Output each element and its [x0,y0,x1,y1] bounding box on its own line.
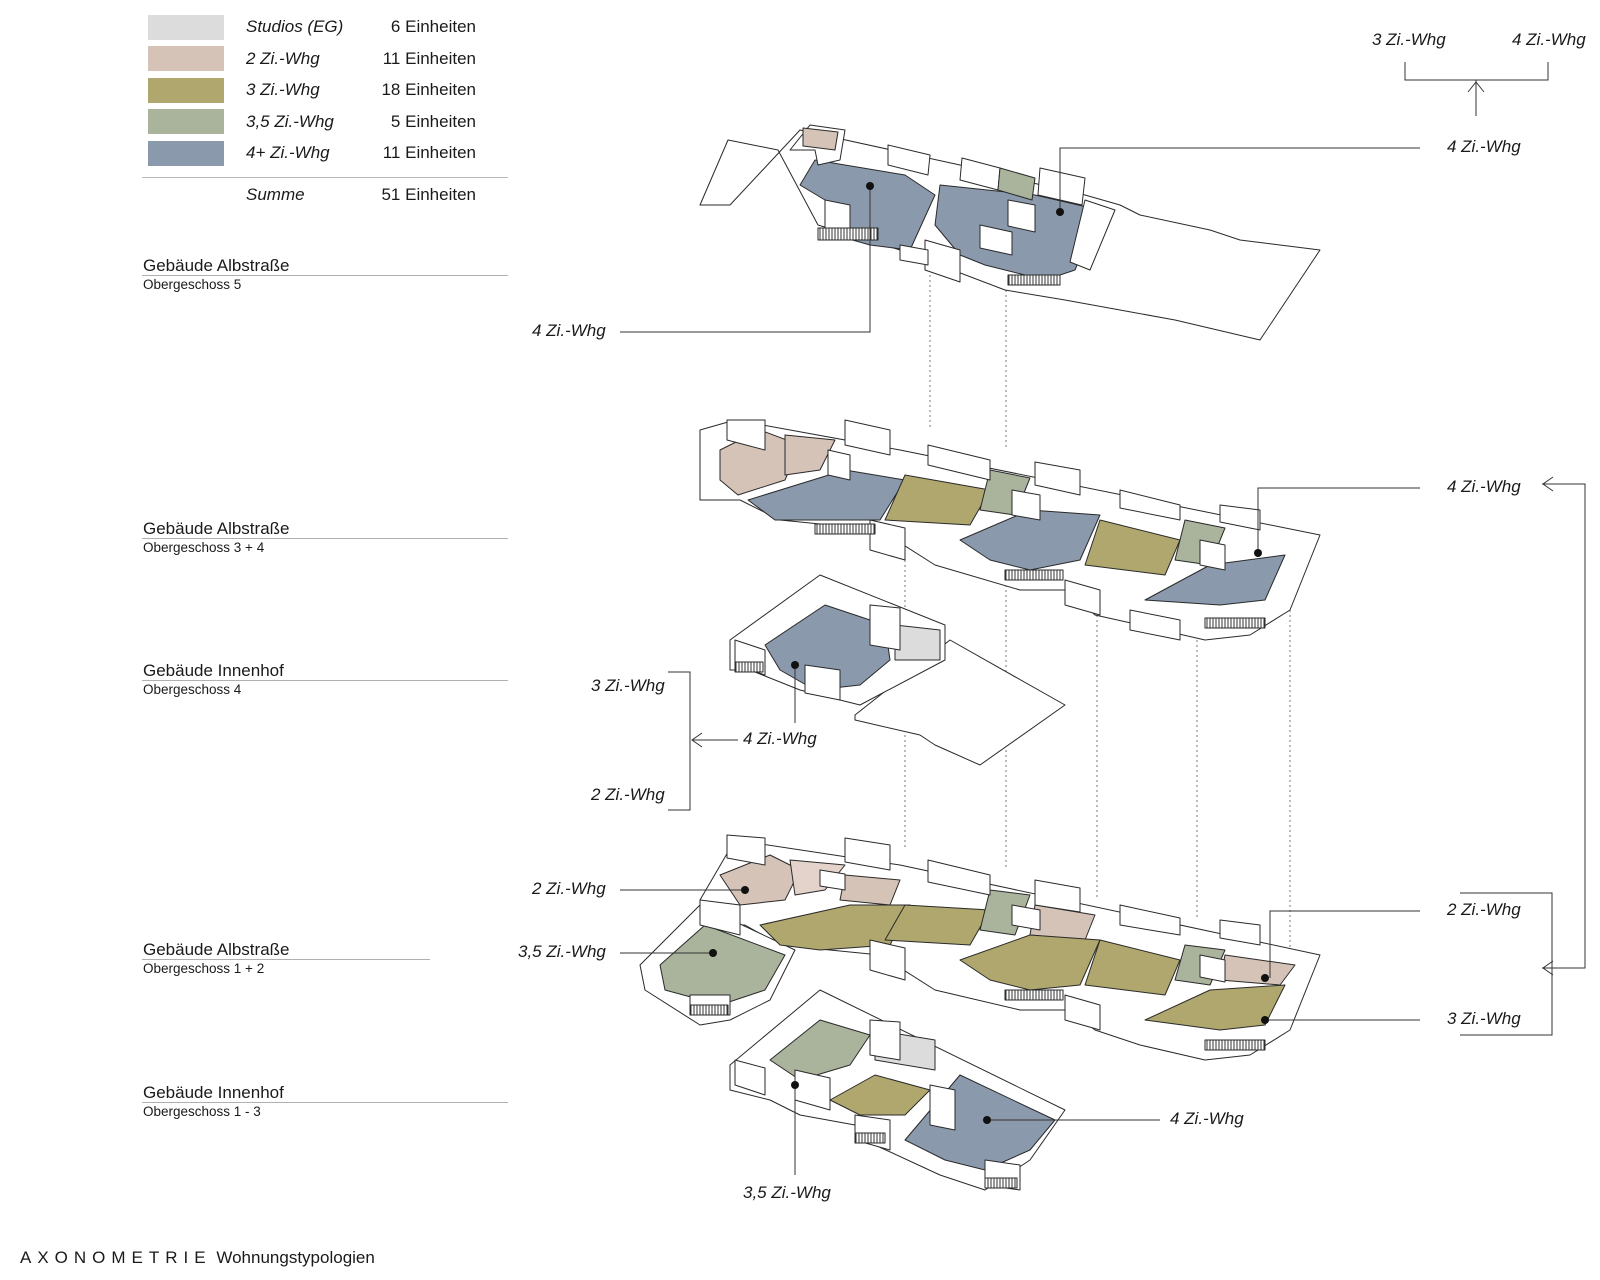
floor-ih13 [729,989,1066,1191]
legend-swatch-4zi [148,141,224,166]
og12-unit-2zi-c [839,874,901,906]
og34-unit-3zi-b [1084,519,1181,576]
floor-og5 [699,124,1321,341]
building-subtitle-og5: Obergeschoss 5 [143,277,242,292]
building-subtitle-ih4: Obergeschoss 4 [143,682,242,697]
legend-label-35zi: 3,5 Zi.-Whg [246,112,334,131]
building-subtitle-og12: Obergeschoss 1 + 2 [143,961,265,976]
og12-unit-3zi-c [959,934,1101,991]
legend-count-35zi: 5 Einheiten [390,112,476,131]
leader-dots [709,182,1269,1124]
legend-count-studios: 6 Einheiten [390,17,476,36]
building-rule-og34 [142,538,508,539]
og12-unit-2zi-b [789,859,846,896]
building-title-ih13: Gebäude Innenhof [143,1083,284,1102]
callout-og12-2zi-left: 2 Zi.-Whg [532,879,606,898]
callout-ih4-4zi: 4 Zi.-Whg [743,729,817,748]
og12-unit-3zi-d [1084,939,1181,996]
og12-unit-3zi-b [884,904,991,946]
callout-og5-right: 4 Zi.-Whg [1447,137,1521,156]
building-title-og12: Gebäude Albstraße [143,940,290,959]
og34-unit-2zi-b [784,434,836,476]
legend-count-2zi: 11 Einheiten [382,49,476,68]
legend-swatch-2zi [148,46,224,71]
callout-ih4-2zi: 2 Zi.-Whg [591,785,665,804]
floor-og34 [699,419,1321,641]
legend-divider [142,177,508,178]
floor-og12 [639,834,1321,1061]
ih4-stair [894,624,941,661]
legend-label-3zi: 3 Zi.-Whg [246,80,320,99]
leader-lines [620,62,1586,1175]
legend-label-4zi: 4+ Zi.-Whg [246,143,330,162]
building-rule-ih4 [142,680,508,681]
building-title-og34: Gebäude Albstraße [143,519,290,538]
og12-unit-3zi-e [1144,984,1286,1031]
building-title-ih4: Gebäude Innenhof [143,661,284,680]
callout-ih13-35zi: 3,5 Zi.-Whg [743,1183,831,1202]
callout-og12-2zi-right: 2 Zi.-Whg [1447,900,1521,919]
building-subtitle-ih13: Obergeschoss 1 - 3 [143,1104,261,1119]
floor-ih4 [729,574,1066,766]
legend-sum-label: Summe [246,185,305,204]
legend-swatch-35zi [148,109,224,134]
building-subtitle-og34: Obergeschoss 3 + 4 [143,540,265,555]
building-rule-ih13 [142,1102,508,1103]
callout-og34-right: 4 Zi.-Whg [1447,477,1521,496]
legend-sum-count: 51 Einheiten [381,185,476,204]
callout-ih4-3zi: 3 Zi.-Whg [591,676,665,695]
og34-unit-4zi-c [1144,554,1286,606]
ih13-unit-3zi [829,1074,931,1116]
og34-unit-3zi-a [884,474,991,526]
ih4-terrace [854,639,1066,766]
legend-swatch-studios [148,15,224,40]
callout-ih13-4zi: 4 Zi.-Whg [1170,1109,1244,1128]
callout-og12-35zi-left: 3,5 Zi.-Whg [518,942,606,961]
legend-count-3zi: 18 Einheiten [381,80,476,99]
callout-og12-3zi-right: 3 Zi.-Whg [1447,1009,1521,1028]
callout-top-4zi: 4 Zi.-Whg [1512,30,1586,49]
footer-title: AXONOMETRIE [20,1248,212,1267]
legend-label-studios: Studios (EG) [246,17,344,36]
legend-count-4zi: 11 Einheiten [382,143,476,162]
footer-caption: AXONOMETRIE Wohnungstypologien [20,1248,375,1268]
building-rule-og5 [142,275,508,276]
building-rule-og12 [142,959,430,960]
building-title-og5: Gebäude Albstraße [143,256,290,275]
footer-subtitle: Wohnungstypologien [216,1248,375,1267]
callout-og5-left: 4 Zi.-Whg [532,321,606,340]
legend-label-2zi: 2 Zi.-Whg [246,49,320,68]
callout-top-3zi: 3 Zi.-Whg [1372,30,1446,49]
legend-swatch-3zi [148,78,224,103]
